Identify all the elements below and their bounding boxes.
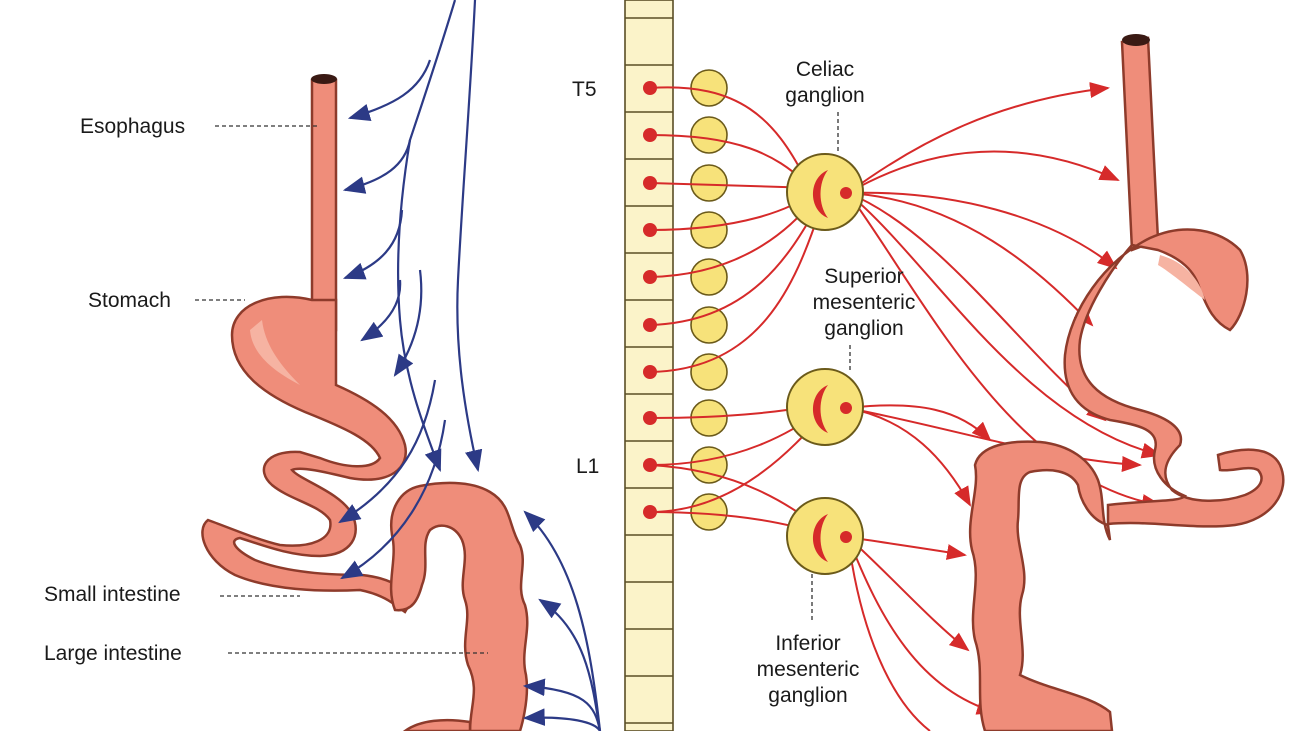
inferior-mesenteric-ganglion: [786, 497, 864, 575]
spinal-cord: [624, 0, 674, 731]
sacral-fiber-3: [522, 678, 602, 731]
fiber-stomach-1: [342, 209, 404, 280]
inferior-synapse-icon: [813, 514, 828, 562]
parasympathetic-fibers: [338, 0, 602, 731]
left-stomach-highlight: [250, 320, 300, 385]
right-esophagus-opening: [1122, 34, 1150, 46]
right-gut: [968, 34, 1285, 731]
post-sup-1: [847, 404, 992, 442]
pre-t11-celiac: [649, 209, 821, 373]
right-esophagus: [1120, 36, 1160, 252]
superior-mesenteric-ganglion: [786, 368, 864, 446]
label-celiac-1: Celiac: [796, 58, 854, 81]
post-celiac-esophagus: [847, 82, 1110, 194]
post-sup-3: [847, 407, 1142, 472]
post-inf-3: [847, 536, 997, 715]
sympathetic-chain: [690, 69, 728, 531]
fiber-stomach-3: [393, 269, 423, 377]
left-esophagus-opening: [311, 74, 337, 84]
fiber-stomach-2: [360, 279, 402, 342]
fiber-small-intestine-1: [338, 379, 437, 524]
sacral-fiber-2: [538, 598, 602, 731]
label-t5: T5: [572, 78, 597, 101]
label-superior-2: mesenteric: [813, 291, 916, 314]
left-esophagus: [310, 78, 338, 332]
left-large-intestine: [389, 481, 529, 731]
post-celiac-stomach-2: [847, 192, 1094, 327]
post-inf-4: [847, 536, 931, 731]
chain-ganglion: [690, 211, 728, 249]
celiac-synapse-icon: [813, 170, 828, 218]
segment-dividers: [625, 17, 673, 724]
label-superior-1: Superior: [824, 265, 903, 288]
right-stomach-highlight: [1158, 255, 1205, 300]
label-superior-3: ganglion: [824, 317, 903, 340]
right-large-intestine: [968, 440, 1114, 731]
left-large-intestine-lower: [402, 718, 472, 731]
chain-ganglion: [690, 116, 728, 154]
sacral-fiber-4: [522, 708, 601, 731]
label-inferior-3: ganglion: [768, 684, 847, 707]
chain-ganglion: [690, 446, 728, 484]
label-stomach: Stomach: [88, 289, 171, 312]
pre-t9-celiac: [649, 197, 816, 278]
chain-ganglion: [690, 258, 728, 296]
celiac-ganglion: [786, 153, 864, 231]
label-celiac-2: ganglion: [785, 84, 864, 107]
label-large-intestine: Large intestine: [44, 642, 182, 665]
label-l1: L1: [576, 455, 599, 478]
left-gut: [201, 74, 529, 731]
celiac-cell-body: [840, 187, 852, 199]
fiber-esophagus-2: [342, 139, 412, 194]
vagal-trunk-2: [456, 0, 483, 473]
labels: Esophagus Stomach Small intestine Large …: [44, 58, 915, 707]
post-celiac-small-1: [847, 192, 1162, 459]
chain-ganglion: [690, 164, 728, 202]
fiber-small-intestine-2: [340, 419, 447, 580]
chain-ganglion: [690, 306, 728, 344]
chain-ganglion: [690, 69, 728, 107]
superior-synapse-icon: [813, 385, 828, 433]
label-small-intestine: Small intestine: [44, 583, 181, 606]
chain-ganglion: [690, 493, 728, 531]
label-inferior-2: mesenteric: [757, 658, 860, 681]
fiber-esophagus-1: [347, 59, 432, 121]
post-celiac-small-2: [847, 192, 1162, 510]
post-inf-2: [847, 536, 970, 652]
label-esophagus: Esophagus: [80, 115, 185, 138]
chain-ganglion: [690, 353, 728, 391]
post-celiac-stomach-1: [847, 191, 1118, 270]
inferior-cell-body: [840, 531, 852, 543]
post-celiac-esophagus-2: [847, 150, 1120, 194]
superior-cell-body: [840, 402, 852, 414]
post-inf-1: [847, 536, 967, 560]
left-stomach: [201, 295, 414, 614]
right-stomach: [1063, 228, 1285, 528]
sacral-fiber-1: [523, 510, 602, 731]
pre-t5-celiac: [649, 86, 806, 179]
label-inferior-1: Inferior: [775, 632, 840, 655]
post-sup-2: [847, 407, 971, 507]
